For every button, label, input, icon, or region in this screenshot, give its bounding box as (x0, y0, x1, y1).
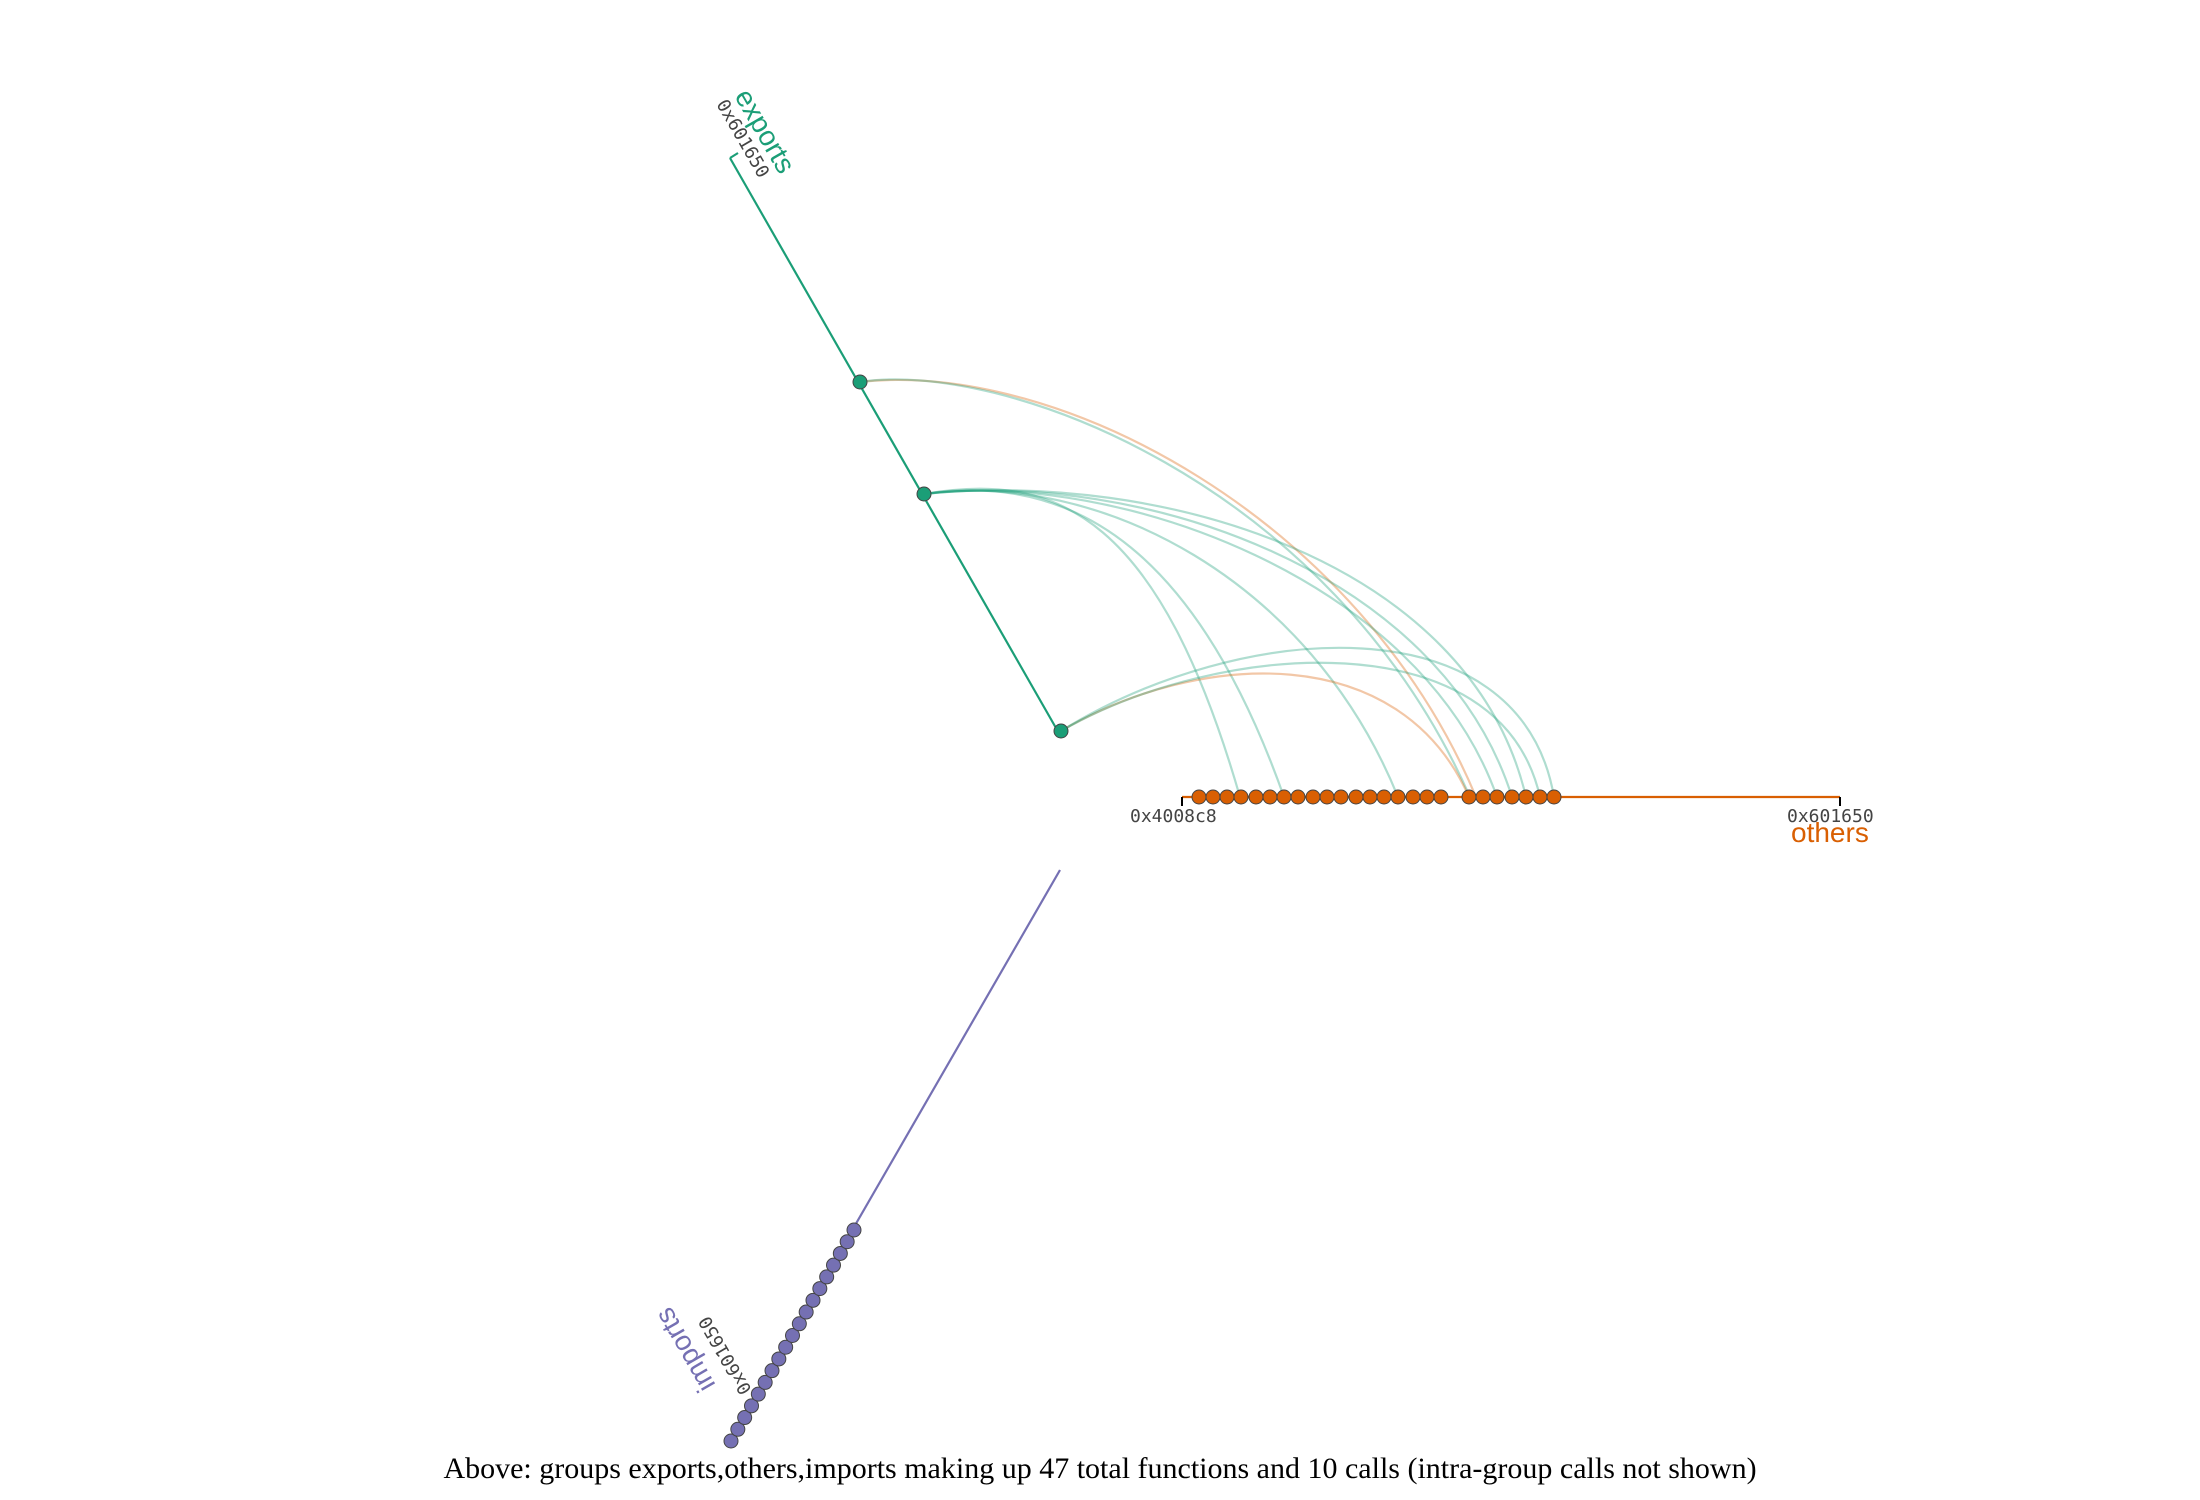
call-edge (859, 378, 1472, 798)
call-edge (923, 489, 1286, 798)
others-node (1305, 789, 1321, 805)
others-node (1191, 789, 1207, 805)
others-node (1276, 789, 1292, 805)
others-axis: 0x4008c8 0x601650 others (1130, 789, 1874, 848)
call-edges (859, 378, 1556, 798)
others-node (1233, 789, 1249, 805)
others-node (1362, 789, 1378, 805)
others-node (1319, 789, 1335, 805)
imports-node (771, 1351, 787, 1367)
imports-node (819, 1269, 835, 1285)
imports-node (737, 1410, 753, 1426)
exports-node (916, 486, 932, 502)
imports-node (826, 1257, 841, 1273)
call-edge (1060, 661, 1542, 798)
imports-node (812, 1281, 828, 1297)
imports-node (744, 1398, 759, 1414)
imports-node (757, 1374, 773, 1390)
exports-node (1053, 723, 1069, 739)
others-node (1219, 789, 1235, 805)
exports-axis-line (729, 157, 1061, 736)
imports-node (805, 1292, 821, 1308)
imports-node (723, 1433, 739, 1449)
others-node (1405, 789, 1421, 805)
imports-node (791, 1316, 807, 1332)
call-edge (859, 378, 1478, 798)
others-node (1532, 789, 1548, 805)
call-edge (923, 489, 1514, 798)
others-axis-start-label: 0x4008c8 (1130, 806, 1217, 827)
call-edge (923, 489, 1528, 798)
imports-node (785, 1328, 800, 1343)
imports-node (832, 1245, 848, 1261)
call-edge (1060, 646, 1556, 798)
others-node (1333, 789, 1349, 805)
others-axis-label: others (1791, 817, 1869, 848)
exports-nodes (852, 374, 1069, 739)
others-node (1248, 789, 1264, 805)
imports-node (764, 1363, 780, 1379)
others-node (1433, 789, 1449, 805)
others-node (1518, 789, 1534, 805)
call-edge (923, 487, 1242, 798)
others-node (1376, 789, 1392, 805)
imports-node (846, 1222, 862, 1238)
imports-axis: 0x601650 imports (648, 869, 1061, 1449)
others-node (1290, 789, 1306, 805)
exports-node (852, 374, 868, 390)
imports-node (730, 1421, 746, 1437)
others-node (1475, 789, 1491, 805)
others-node (1262, 789, 1278, 805)
imports-node (839, 1234, 855, 1250)
imports-node (750, 1386, 766, 1402)
others-node (1419, 789, 1435, 805)
others-node (1546, 789, 1562, 805)
others-node (1390, 789, 1406, 805)
others-node (1489, 789, 1505, 805)
others-node (1504, 789, 1520, 805)
imports-nodes (723, 1222, 862, 1449)
imports-node (778, 1339, 794, 1355)
call-edge (923, 489, 1400, 798)
others-node (1205, 789, 1221, 805)
others-nodes (1191, 789, 1562, 805)
exports-axis-end-tick (729, 152, 739, 159)
others-node (1461, 789, 1477, 805)
call-edge (1060, 672, 1471, 798)
others-node (1348, 789, 1364, 805)
exports-axis: 0x601650 exports (712, 84, 1069, 739)
figure-caption: Above: groups exports,others,imports mak… (443, 1452, 1757, 1485)
imports-node (798, 1304, 814, 1320)
others-axis-end-label: 0x601650 (1787, 806, 1874, 827)
call-edge (923, 489, 1499, 798)
